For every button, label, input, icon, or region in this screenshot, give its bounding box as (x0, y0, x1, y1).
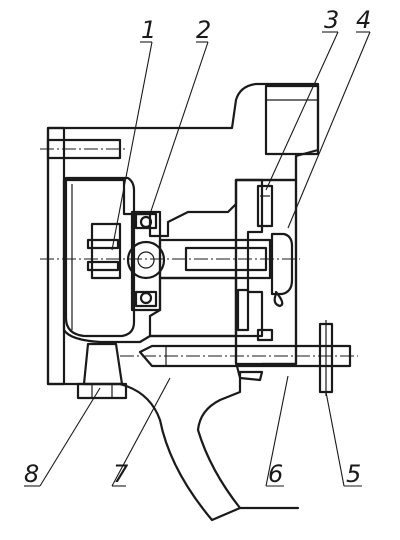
callout-1: 1 (141, 16, 156, 44)
top-bolt-bore (40, 138, 128, 160)
callout-8: 8 (24, 460, 39, 488)
right-cover (234, 178, 298, 366)
callout-labels: 1 2 3 4 5 6 7 8 (24, 6, 371, 488)
callout-5: 5 (346, 460, 361, 488)
lower-boss (148, 276, 238, 338)
callout-6: 6 (268, 460, 283, 488)
drain-plug (76, 342, 128, 400)
gear-cup (86, 222, 122, 280)
callout-2: 2 (196, 16, 211, 44)
shaft (40, 238, 300, 280)
callout-4: 4 (356, 6, 371, 34)
callout-3: 3 (324, 6, 339, 34)
upper-flange (264, 84, 320, 156)
callout-7: 7 (113, 460, 129, 488)
inner-cavity (64, 176, 136, 338)
leader-lines (24, 31, 371, 487)
